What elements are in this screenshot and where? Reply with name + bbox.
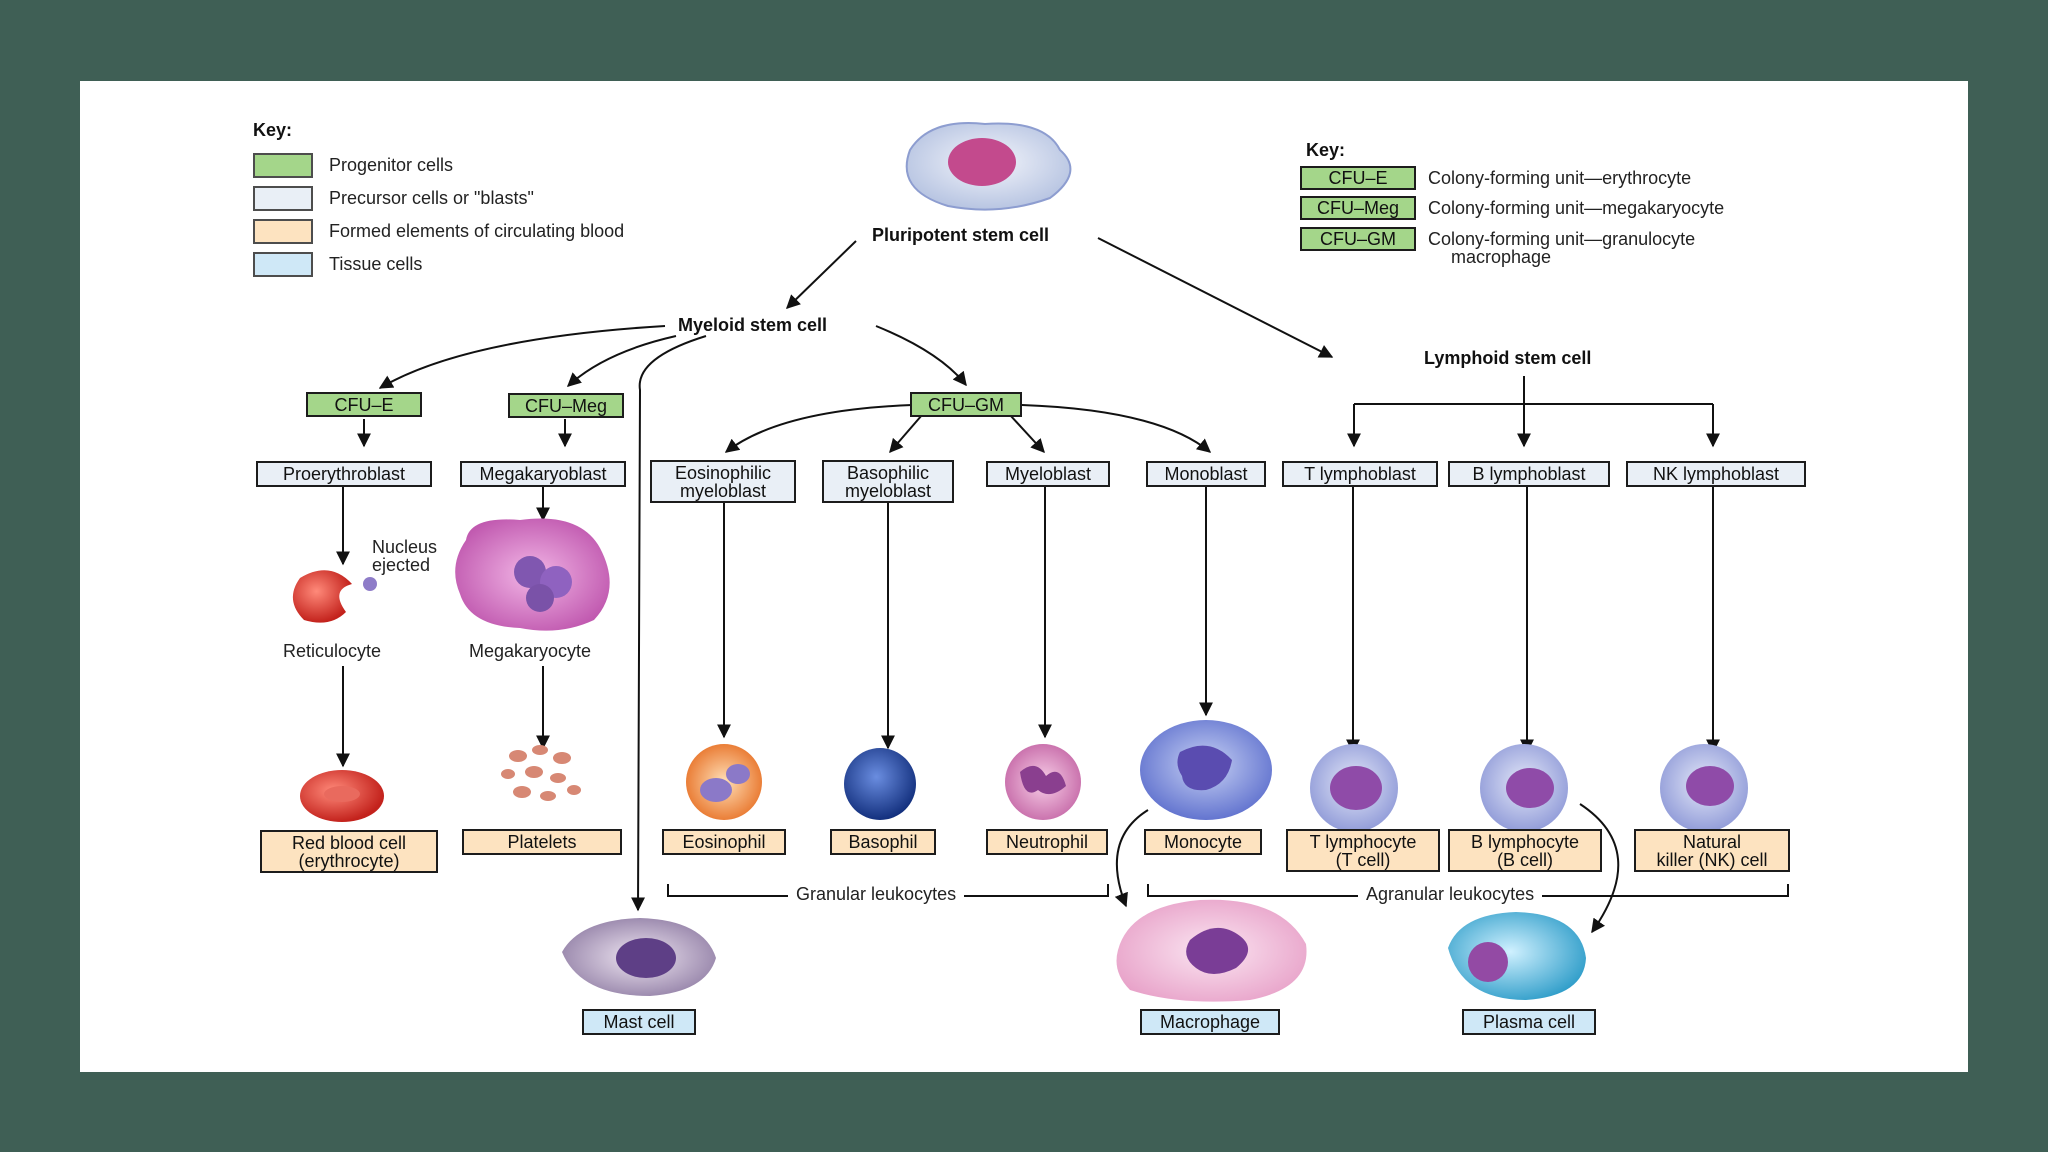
diagram-panel — [80, 81, 1968, 1072]
key-label-tissue: Tissue cells — [329, 254, 423, 274]
agranular-leukocytes-label: Agranular leukocytes — [1358, 884, 1543, 905]
monocyte-box: Monocyte — [1144, 829, 1262, 855]
key-label-formed: Formed elements of circulating blood — [329, 221, 625, 241]
key-label-precursor: Precursor cells or "blasts" — [329, 188, 534, 208]
key-code-cfu-e: CFU–E — [1300, 166, 1416, 190]
key-desc-cfu-meg: Colony-forming unit—megakaryocyte — [1428, 198, 1725, 218]
key-code-cfu-gm: CFU–GM — [1300, 227, 1416, 251]
reticulocyte-label: Reticulocyte — [283, 641, 382, 661]
pluripotent-stem-cell-label: Pluripotent stem cell — [872, 225, 1050, 245]
key-label-progenitor: Progenitor cells — [329, 155, 454, 175]
plasma-cell-box: Plasma cell — [1462, 1009, 1596, 1035]
neutrophil-image — [1005, 744, 1081, 820]
megakaryoblast-box: Megakaryoblast — [460, 461, 626, 487]
nk-cell-image — [1660, 744, 1748, 832]
platelets-box: Platelets — [462, 829, 622, 855]
basophil-image — [844, 748, 916, 820]
proerythroblast-box: Proerythroblast — [256, 461, 432, 487]
eosinophil-image — [686, 744, 762, 820]
pluripotent-stem-cell-image — [905, 122, 1072, 211]
macrophage-image — [1116, 899, 1307, 1002]
monocyte-image — [1140, 720, 1272, 820]
cfu-gm-box: CFU–GM — [910, 392, 1022, 417]
key-swatch-formed — [253, 219, 313, 244]
megakaryocyte-label: Megakaryocyte — [469, 641, 592, 661]
mast-cell-image — [562, 918, 716, 996]
t-lymphoblast-box: T lymphoblast — [1282, 461, 1438, 487]
cfu-e-box: CFU–E — [306, 392, 422, 417]
key-swatch-precursor — [253, 186, 313, 211]
plasma-cell-image — [1448, 912, 1586, 1000]
platelets-image — [501, 745, 581, 801]
nk-lymphoblast-box: NK lymphoblast — [1626, 461, 1806, 487]
cfu-meg-box: CFU–Meg — [508, 393, 624, 418]
t-lymphocyte-image — [1310, 744, 1398, 832]
reticulocyte-image — [292, 570, 377, 623]
b-lymphoblast-box: B lymphoblast — [1448, 461, 1610, 487]
key-right-title: Key: — [1306, 140, 1346, 160]
basophil-box: Basophil — [830, 829, 936, 855]
mast-cell-box: Mast cell — [582, 1009, 696, 1035]
monoblast-box: Monoblast — [1146, 461, 1266, 487]
key-desc-cfu-gm-line2: macrophage — [1451, 247, 1552, 267]
t-lymphocyte-box: T lymphocyte(T cell) — [1286, 829, 1440, 872]
key-swatch-progenitor — [253, 153, 313, 178]
lymphoid-stem-cell-label: Lymphoid stem cell — [1424, 348, 1592, 368]
b-lymphocyte-image — [1480, 744, 1568, 832]
myeloid-stem-cell-label: Myeloid stem cell — [678, 315, 828, 335]
megakaryocyte-image — [455, 518, 610, 631]
myeloblast-box: Myeloblast — [986, 461, 1110, 487]
b-lymphocyte-box: B lymphocyte(B cell) — [1448, 829, 1602, 872]
eosinophil-box: Eosinophil — [662, 829, 786, 855]
neutrophil-box: Neutrophil — [986, 829, 1108, 855]
key-desc-cfu-e: Colony-forming unit—erythrocyte — [1428, 168, 1692, 188]
nucleus-ejected-label-2: ejected — [372, 555, 431, 575]
macrophage-box: Macrophage — [1140, 1009, 1280, 1035]
nucleus-ejected-label-1: Nucleus — [372, 537, 438, 557]
key-code-cfu-meg: CFU–Meg — [1300, 196, 1416, 220]
granular-leukocytes-label: Granular leukocytes — [788, 884, 965, 905]
key-desc-cfu-gm: Colony-forming unit—granulocyte — [1428, 229, 1696, 249]
key-swatch-tissue — [253, 252, 313, 277]
red-blood-cell-image — [300, 770, 384, 822]
red-blood-cell-box: Red blood cell(erythrocyte) — [260, 830, 438, 873]
key-left-title: Key: — [253, 120, 293, 140]
